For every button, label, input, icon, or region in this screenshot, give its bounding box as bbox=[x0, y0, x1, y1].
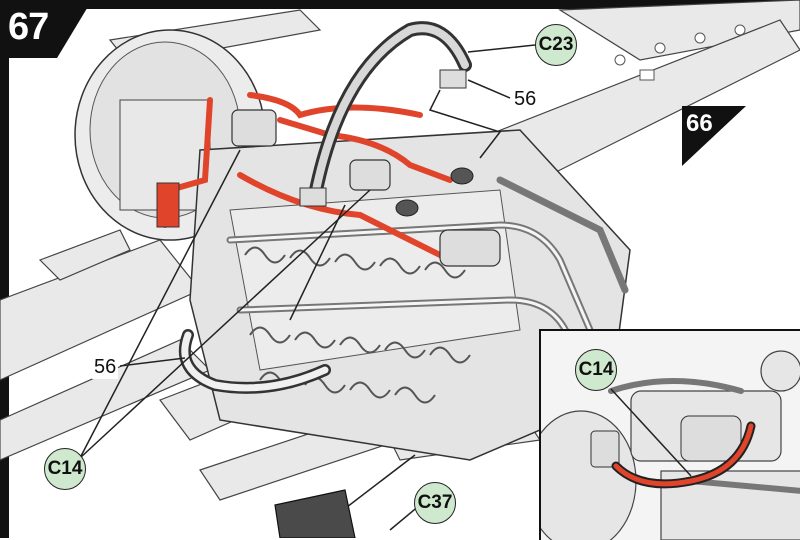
inset-magneto bbox=[590, 415, 742, 468]
step-number: 67 bbox=[8, 6, 49, 48]
label-56-upper: 56 bbox=[512, 88, 539, 111]
part-c37-block bbox=[274, 489, 356, 538]
magneto-units bbox=[231, 109, 501, 267]
inset-pipes bbox=[608, 378, 800, 494]
callout-c37: C37 bbox=[414, 482, 456, 524]
leader-lines bbox=[79, 44, 536, 531]
inset-leader-line bbox=[610, 388, 692, 477]
red-bracket bbox=[156, 182, 180, 228]
previous-step-number: 66 bbox=[686, 110, 713, 137]
callout-c14-inset: C14 bbox=[575, 349, 617, 391]
part-56-lower bbox=[178, 329, 331, 394]
inset-c14-hose-fill bbox=[613, 423, 754, 487]
girder-holes bbox=[614, 24, 746, 81]
part-56-upper bbox=[299, 21, 472, 207]
callout-c14-main: C14 bbox=[44, 448, 86, 490]
exhaust-stacks bbox=[244, 246, 471, 404]
detail-inset: C14 bbox=[539, 329, 800, 540]
left-border bbox=[0, 0, 9, 538]
filler-caps bbox=[395, 167, 474, 217]
inset-illustration bbox=[541, 350, 800, 540]
callout-c23: C23 bbox=[535, 24, 577, 66]
top-border bbox=[0, 0, 800, 9]
label-56-lower: 56 bbox=[92, 356, 119, 379]
